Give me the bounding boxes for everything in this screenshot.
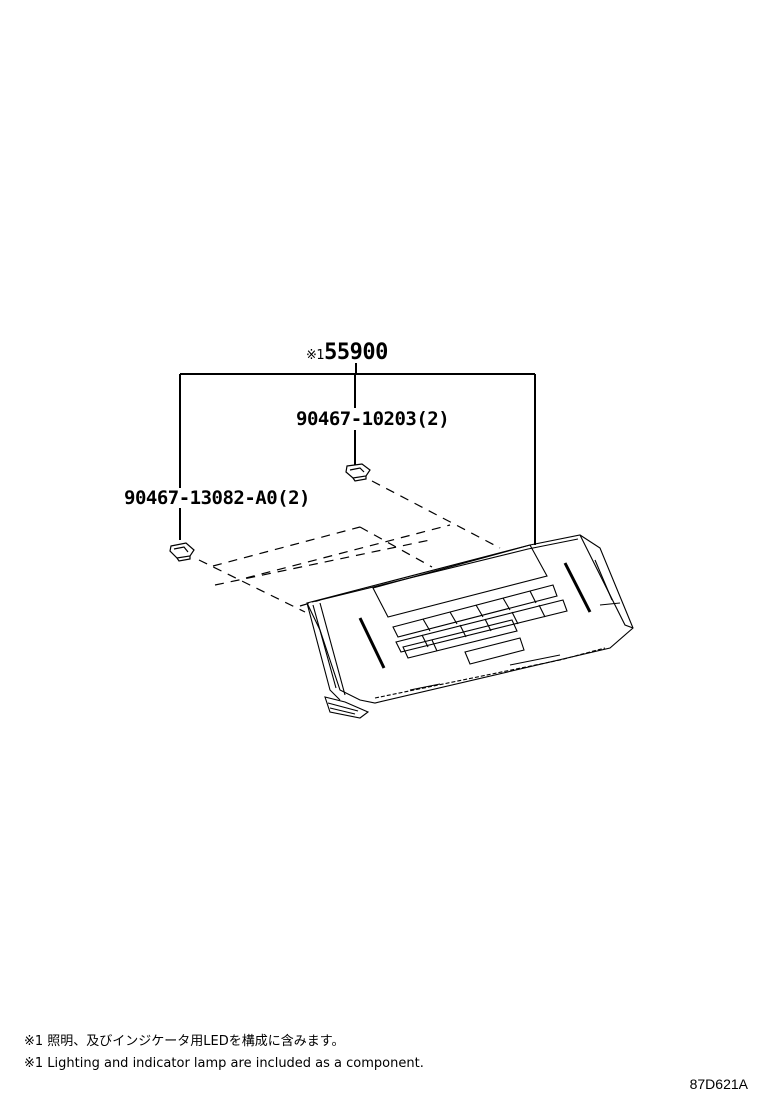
part-number: 90467-13082-A0 [124, 487, 278, 509]
main-part-label[interactable]: ※155900 [306, 340, 388, 365]
callout-clip-lower[interactable]: 90467-13082-A0(2) [124, 487, 310, 509]
footnote-japanese: ※1 照明、及びインジケータ用LEDを構成に含みます。 [24, 1034, 345, 1049]
note-reference-mark: ※1 [306, 348, 325, 363]
clip-icon-lower [169, 542, 195, 562]
figure-code: 87D621A [689, 1076, 748, 1092]
main-part-number: 55900 [324, 340, 388, 365]
climate-control-panel [306, 534, 634, 719]
leader-lines [179, 363, 536, 545]
part-quantity: (2) [416, 408, 450, 430]
part-number: 90467-10203 [296, 408, 417, 430]
clip-icon-upper [345, 463, 371, 482]
footnote-english: ※1 Lighting and indicator lamp are inclu… [24, 1056, 424, 1071]
callout-clip-upper[interactable]: 90467-10203(2) [296, 408, 450, 430]
part-quantity: (2) [277, 487, 310, 509]
installation-dash-lines [198, 480, 501, 613]
